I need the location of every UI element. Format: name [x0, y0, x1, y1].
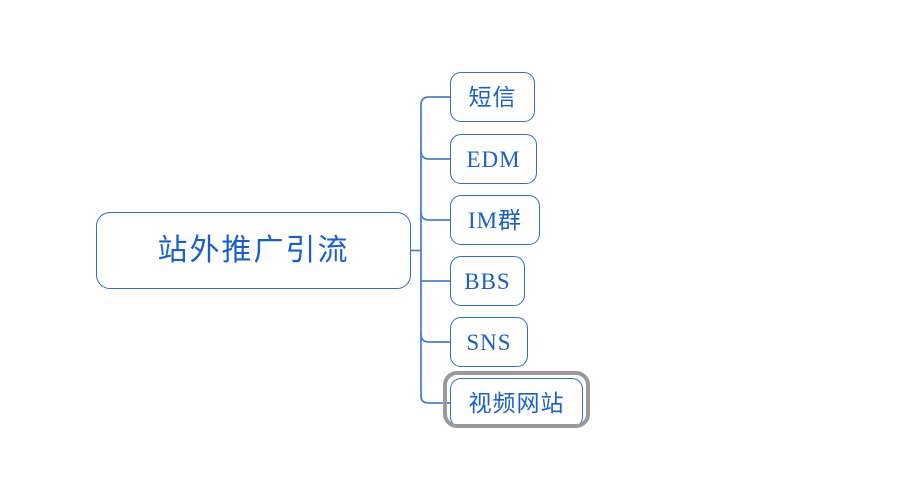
- mindmap-node-sns[interactable]: SNS: [450, 317, 528, 367]
- connector-branch-1: [420, 96, 451, 106]
- connector-branch-2: [420, 150, 451, 160]
- connector-branch-3: [420, 211, 451, 221]
- connector-branch-6: [420, 395, 451, 404]
- mindmap-root-node[interactable]: 站外推广引流: [96, 212, 411, 289]
- mindmap-node-video-site[interactable]: 视频网站: [450, 378, 583, 428]
- mindmap-node-bbs[interactable]: BBS: [450, 256, 525, 306]
- connector-branch-5: [420, 333, 451, 343]
- mindmap-node-im-group[interactable]: IM群: [450, 195, 540, 245]
- mindmap-node-sms[interactable]: 短信: [450, 72, 535, 122]
- mindmap-node-edm[interactable]: EDM: [450, 134, 537, 184]
